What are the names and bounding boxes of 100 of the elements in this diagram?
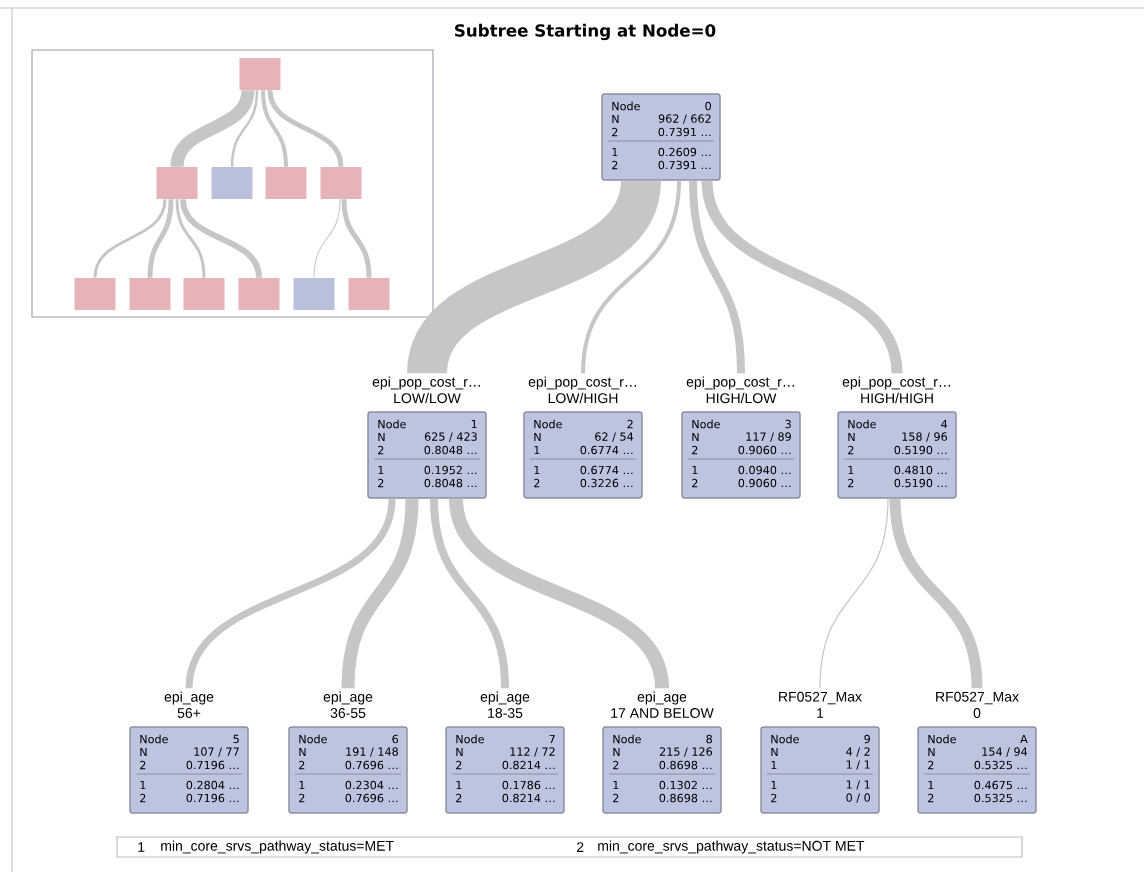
label: 1	[138, 842, 145, 852]
node-label: 4	[941, 419, 948, 429]
node-label: 4 / 2	[846, 747, 870, 757]
node-label: 112 / 72	[510, 747, 555, 757]
node-label: 1 / 1	[846, 760, 870, 770]
node-label: 0.4675 …	[974, 780, 1027, 790]
node-label: 1	[299, 780, 305, 790]
node-label: N	[456, 747, 463, 757]
split-label: epi_pop_cost_r…	[528, 376, 636, 390]
node-label: 0.5190 …	[894, 478, 947, 488]
node-label: 0.1302 …	[659, 780, 712, 790]
node-label: 1	[848, 465, 854, 475]
node-label: 2	[928, 760, 934, 770]
branch-link	[147, 199, 174, 278]
node-label: 7	[549, 734, 555, 744]
split-label: LOW/HIGH	[548, 392, 618, 404]
split-label: 18-35	[488, 708, 523, 718]
node-label: 2	[692, 445, 698, 455]
node-label: 0.3226 …	[580, 478, 633, 488]
node-label: 2	[299, 760, 305, 770]
node-label: 1	[140, 780, 146, 790]
node-label: 1 / 1	[846, 780, 870, 790]
node-label: 154 / 94	[982, 747, 1028, 757]
node-label: 2	[299, 793, 305, 803]
node-label: Node	[299, 734, 327, 744]
split-label: epi_pop_cost_r…	[842, 376, 950, 390]
tree-node-box: Node 0 N 962 / 662 2 0.7391 … 1 0.2609 … 2 0.7391 …	[601, 93, 721, 181]
split-label: 17 AND BELOW	[611, 708, 714, 718]
node-label: 0.2304 …	[345, 780, 398, 790]
node-label: 1	[534, 445, 540, 455]
node-label: 0.7696 …	[345, 793, 398, 803]
overview-square	[265, 167, 307, 199]
node-label: 0.9060 …	[738, 478, 791, 488]
node-label: 62 / 54	[595, 432, 634, 442]
split-label: epi_age	[164, 691, 214, 705]
tree-node-box: Node A N 154 / 94 2 0.5325 … 1 0.4675 … 2 0.5325 …	[917, 726, 1037, 814]
node-label: N	[928, 747, 935, 757]
node-label: N	[613, 747, 620, 757]
node-label: 0 / 0	[846, 793, 870, 803]
tree-node-box: Node 9 N 4 / 2 1 1 / 1 1 1 / 1 2 0 / 0	[760, 726, 880, 814]
split-label: epi_age	[480, 691, 530, 705]
tree-node-box: Node 1 N 625 / 423 2 0.8048 … 1 0.1952 … 2 0.8048 …	[367, 411, 487, 499]
node-label: Node	[928, 734, 956, 744]
overview-square	[238, 278, 280, 310]
split-label: RF0527_Max	[936, 691, 1019, 705]
overview-square	[348, 278, 390, 310]
node-label: 0.7696 …	[345, 760, 398, 770]
branch-link	[341, 199, 372, 278]
node-label: 2	[771, 793, 777, 803]
title: Subtree Starting at Node=0	[455, 23, 716, 41]
node-label: 0.6774 …	[580, 445, 633, 455]
node-label: 2	[378, 445, 384, 455]
node-label: 2	[613, 760, 619, 770]
node-label: N	[692, 432, 699, 442]
node-label: Node	[771, 734, 799, 744]
node-label: 0.8048 …	[424, 478, 477, 488]
overview-square	[239, 58, 281, 90]
node-label: Node	[140, 734, 168, 744]
node-label: 2	[140, 760, 146, 770]
node-label: 0.8698 …	[659, 793, 712, 803]
node-label: 0.5325 …	[974, 793, 1027, 803]
split-label: LOW/LOW	[394, 392, 461, 404]
node-label: Node	[534, 419, 562, 429]
node-label: 0.5190 …	[894, 445, 947, 455]
node-label: 1	[771, 760, 777, 770]
node-label: 2	[534, 478, 540, 488]
node-label: 0.2804 …	[186, 780, 239, 790]
node-label: 2	[928, 793, 934, 803]
node-label: Node	[692, 419, 720, 429]
branch-link	[889, 498, 983, 689]
branch-link	[267, 89, 344, 168]
node-label: 107 / 77	[194, 747, 239, 757]
overview-square	[320, 167, 362, 199]
node-label: 1	[613, 780, 619, 790]
branch-link	[180, 198, 262, 279]
label: 2	[576, 842, 584, 852]
overview-square	[293, 278, 335, 310]
node-label: 2	[378, 478, 384, 488]
split-label: 36-55	[330, 708, 366, 718]
node-label: 0.0940 …	[738, 465, 791, 475]
node-label: 8	[706, 734, 712, 744]
node-label: N	[771, 747, 778, 757]
node-label: 0.4810 …	[894, 465, 947, 475]
node-label: 1	[692, 465, 698, 475]
overview-square	[156, 167, 198, 199]
node-label: 0.8698 …	[659, 760, 712, 770]
node-label: 0.8048 …	[424, 445, 477, 455]
node-label: 0.9060 …	[738, 445, 791, 455]
branch-link	[819, 498, 889, 689]
node-label: Node	[613, 734, 641, 744]
split-label: 1	[817, 708, 824, 718]
node-label: 0.6774 …	[580, 465, 633, 475]
tree-node-box: Node 3 N 117 / 89 2 0.9060 … 1 0.0940 … 2 0.9060 …	[681, 411, 801, 499]
node-label: A	[1020, 734, 1028, 744]
node-label: 0.8214 …	[502, 760, 555, 770]
node-label: 2	[613, 793, 619, 803]
branch-link	[341, 498, 419, 689]
overview-square	[129, 278, 171, 310]
node-label: Node	[378, 419, 406, 429]
split-label: 0	[973, 708, 981, 718]
